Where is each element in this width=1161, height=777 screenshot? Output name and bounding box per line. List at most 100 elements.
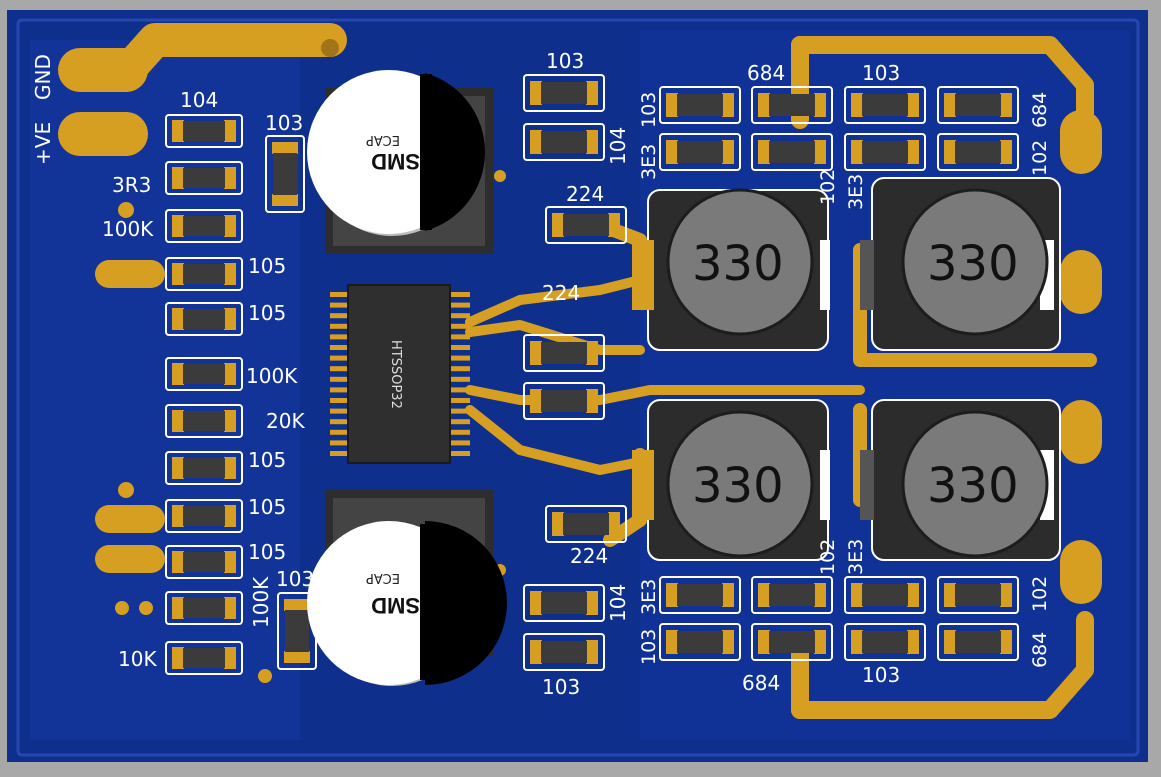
ic-pin bbox=[450, 302, 470, 308]
resistor-r8 bbox=[165, 451, 243, 485]
ic-pin bbox=[330, 440, 350, 446]
label-3e3: 3E3 bbox=[638, 144, 660, 180]
ic-pin bbox=[450, 355, 470, 361]
ic-pin bbox=[450, 334, 470, 340]
label-3e3: 3E3 bbox=[845, 174, 867, 210]
ic-pin bbox=[450, 451, 470, 456]
inductor-1-label: 330 bbox=[692, 236, 784, 292]
label-684: 684 bbox=[747, 61, 785, 85]
label-3e3: 3E3 bbox=[638, 579, 660, 615]
label-103: 103 bbox=[862, 663, 900, 687]
label-684: 684 bbox=[1029, 92, 1051, 128]
cap-c1 bbox=[265, 135, 305, 213]
ic-pin bbox=[330, 419, 350, 425]
ic-pin bbox=[450, 366, 470, 372]
label-r-20k: 20K bbox=[266, 409, 305, 433]
ecap-bottom-smd: SMD bbox=[371, 593, 420, 618]
label-684: 684 bbox=[1029, 632, 1051, 668]
label-r-105: 105 bbox=[248, 448, 286, 472]
ic-pin bbox=[330, 387, 350, 393]
smd-component bbox=[937, 576, 1019, 614]
smd-component bbox=[751, 133, 833, 171]
ic-pin bbox=[330, 408, 350, 414]
ic-pin bbox=[330, 323, 350, 329]
ic-label: HTSSOP32 bbox=[388, 340, 403, 409]
ic-pin bbox=[330, 398, 350, 403]
board-outline bbox=[16, 18, 1140, 757]
ic-pin bbox=[330, 292, 350, 297]
ic-pin bbox=[330, 376, 350, 382]
smd-component bbox=[659, 623, 741, 661]
ic-pin bbox=[450, 345, 470, 350]
label-103: 103 bbox=[638, 629, 660, 665]
ic-pin bbox=[330, 313, 350, 319]
label-102: 102 bbox=[1029, 576, 1051, 612]
inductor-3 bbox=[632, 399, 830, 561]
ecap-top-smd: SMD bbox=[371, 149, 420, 174]
smd-component bbox=[844, 133, 926, 171]
label-c-103: 103 bbox=[546, 49, 584, 73]
smd-component bbox=[844, 576, 926, 614]
ic-pin bbox=[450, 419, 470, 425]
silkscreen: GND +VE 104 103 3R3 100K 105 105 100K 20… bbox=[31, 49, 1051, 699]
ic-pin bbox=[330, 334, 350, 340]
ic-pin bbox=[450, 313, 470, 319]
ecap-bottom-label: ECAP bbox=[366, 570, 400, 585]
label-102: 102 bbox=[817, 539, 839, 575]
inductor-2 bbox=[860, 177, 1061, 351]
label-c-103: 103 bbox=[542, 675, 580, 699]
ic-pin bbox=[450, 387, 470, 393]
inductor-2-label: 330 bbox=[927, 236, 1019, 292]
label-r-100k: 100K bbox=[102, 217, 154, 241]
ic-pin bbox=[450, 408, 470, 414]
ve-pad bbox=[58, 112, 148, 156]
resistor-r4 bbox=[165, 257, 243, 291]
ic-pin bbox=[450, 323, 470, 329]
label-r-100k: 100K bbox=[249, 576, 273, 628]
smd-component bbox=[937, 86, 1019, 124]
label-c-104: 104 bbox=[606, 127, 630, 165]
smd-component bbox=[659, 576, 741, 614]
resistor-r1 bbox=[165, 114, 243, 148]
label-r-3r3: 3R3 bbox=[112, 173, 151, 197]
label-r-104: 104 bbox=[180, 88, 218, 112]
ic-pin bbox=[450, 292, 470, 297]
ic-pin bbox=[450, 429, 470, 435]
label-r-100k: 100K bbox=[246, 364, 298, 388]
cap-c2 bbox=[277, 592, 317, 670]
ic-pin bbox=[330, 429, 350, 435]
smd-component bbox=[659, 133, 741, 171]
ecap-top bbox=[307, 70, 493, 254]
resistor-r5 bbox=[165, 302, 243, 336]
label-c-224: 224 bbox=[570, 544, 608, 568]
resistor-r11 bbox=[165, 591, 243, 625]
gnd-pad bbox=[58, 48, 148, 92]
smd-component bbox=[751, 623, 833, 661]
resistor-r3 bbox=[165, 209, 243, 243]
ic-pin bbox=[330, 451, 350, 456]
resistor-r10 bbox=[165, 545, 243, 579]
ecap-bottom bbox=[307, 490, 507, 686]
inductor-4 bbox=[860, 399, 1061, 561]
label-r-10k: 10K bbox=[118, 647, 157, 671]
inductor-1 bbox=[632, 188, 830, 351]
resistor-column bbox=[165, 114, 243, 675]
passive-grid-top bbox=[659, 86, 1019, 171]
label-103: 103 bbox=[638, 92, 660, 128]
smd-component bbox=[844, 86, 926, 124]
label-r-105: 105 bbox=[248, 254, 286, 278]
smd-component bbox=[659, 86, 741, 124]
ic-pin bbox=[330, 355, 350, 361]
cap-grid-center bbox=[523, 74, 627, 671]
smd-component bbox=[937, 133, 1019, 171]
smd-component bbox=[751, 576, 833, 614]
resistor-r6 bbox=[165, 357, 243, 391]
ic-pin bbox=[450, 398, 470, 403]
label-c-103: 103 bbox=[276, 567, 314, 591]
label-c-224: 224 bbox=[566, 182, 604, 206]
resistor-r7 bbox=[165, 404, 243, 438]
label-c-224: 224 bbox=[542, 281, 580, 305]
resistor-r2 bbox=[165, 161, 243, 195]
ic-pin bbox=[330, 345, 350, 350]
